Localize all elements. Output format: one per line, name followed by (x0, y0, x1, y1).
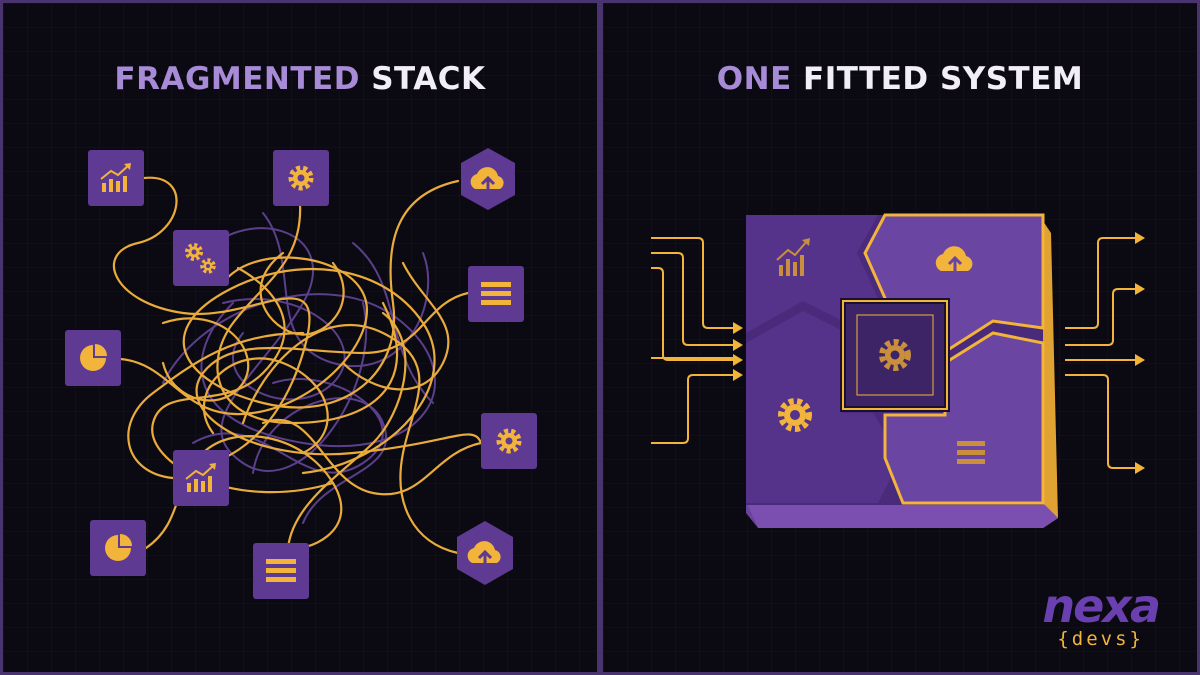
left-panel: FRAGMENTED STACK (3, 3, 597, 672)
output-arrowheads (1135, 232, 1145, 474)
tile-list-1 (468, 266, 524, 322)
tile-gears-1 (173, 230, 229, 286)
input-lines (651, 237, 733, 444)
fragmented-stack-diagram (65, 148, 537, 599)
right-title-rest: FITTED SYSTEM (791, 61, 1084, 97)
block-cloud-upload-icon (935, 246, 973, 273)
tangle-yellow-lines (112, 176, 483, 555)
input-arrowheads (733, 322, 743, 381)
pie-chart-icon (80, 344, 107, 371)
line-chart-icon (185, 463, 216, 492)
cloud-upload-icon (467, 541, 501, 567)
block-gear-icon-center (879, 339, 911, 371)
gear-icon (288, 165, 314, 191)
tile-gear-2 (481, 413, 537, 469)
tile-list-2 (253, 543, 309, 599)
brand-sub: {devs} (1057, 628, 1144, 650)
nexa-devs-logo: nexa {devs} (1042, 579, 1161, 650)
right-panel: ONE FITTED SYSTEM (603, 3, 1197, 672)
gear-icon (496, 428, 522, 454)
tile-pie-chart-2 (90, 520, 146, 576)
brand-name: nexa (1042, 579, 1161, 633)
list-icon (266, 559, 296, 582)
tile-line-chart-1 (88, 150, 144, 206)
output-lines (1065, 237, 1135, 469)
tile-gear-1 (273, 150, 329, 206)
block-gear-icon (778, 398, 812, 432)
pie-chart-icon (105, 534, 132, 561)
tile-pie-chart-1 (65, 330, 121, 386)
block-list-icon (957, 441, 985, 464)
gears-icon (185, 243, 216, 274)
cloud-upload-icon (470, 167, 504, 193)
right-title-highlight: ONE (716, 61, 792, 97)
tile-cloud-upload-2 (457, 521, 513, 585)
fitted-system-block (746, 213, 1058, 528)
panel-divider (597, 0, 603, 675)
block-line-chart-icon (776, 238, 810, 276)
left-title-rest: STACK (359, 61, 486, 97)
left-panel-title: FRAGMENTED STACK (3, 61, 597, 97)
tile-line-chart-2 (173, 450, 229, 506)
fitted-system-diagram (651, 213, 1145, 528)
right-panel-title: ONE FITTED SYSTEM (603, 61, 1197, 97)
left-title-highlight: FRAGMENTED (114, 61, 360, 97)
tile-cloud-upload-1 (461, 148, 515, 210)
line-chart-icon (100, 163, 131, 192)
list-icon (481, 282, 511, 305)
